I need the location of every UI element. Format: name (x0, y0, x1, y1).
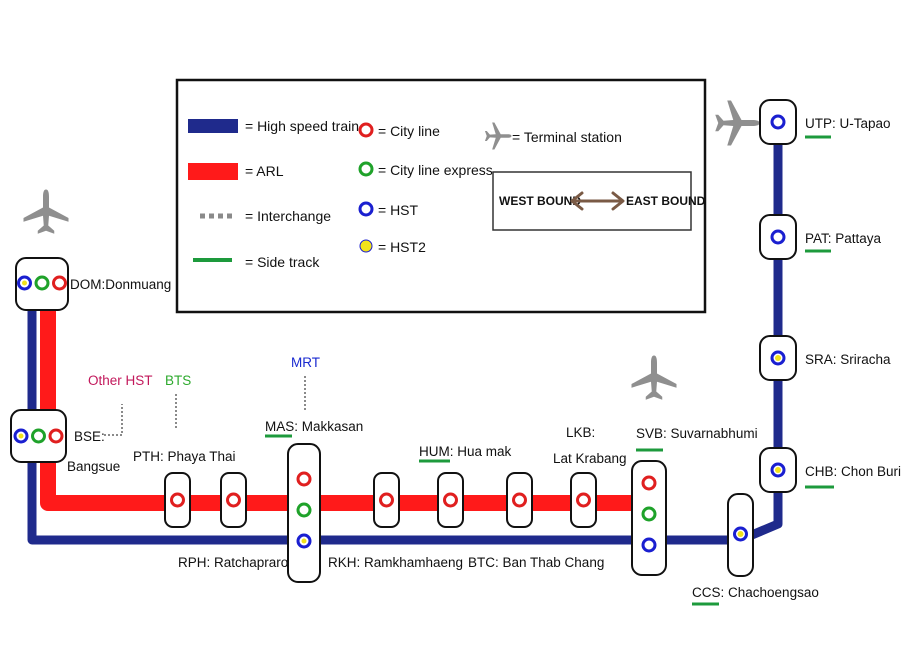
bse-label: BSE: (74, 429, 105, 444)
east-bound-label: EAST BOUND (626, 194, 706, 208)
station-dom[interactable] (15, 257, 69, 311)
hst-icon (641, 537, 657, 553)
hst2-icon (301, 538, 307, 544)
city-express-icon (34, 275, 50, 291)
hst-icon (770, 114, 786, 130)
hst2-icon (775, 467, 781, 473)
bangsue-label: Bangsue (67, 459, 120, 474)
legend-side-track-label: = Side track (245, 254, 320, 270)
city-line-icon (226, 492, 241, 508)
city-line-icon (576, 492, 591, 508)
station-rkh[interactable] (373, 472, 400, 528)
city-line-icon (443, 492, 458, 508)
legend-high-speed-label: = High speed train (245, 118, 359, 134)
rkh-label: RKH: Ramkhamhaeng (328, 555, 463, 570)
sra-label: SRA: Sriracha (805, 352, 891, 367)
station-pth[interactable] (164, 472, 191, 528)
hst2-icon (22, 280, 27, 286)
hst-icon (770, 229, 786, 245)
city-line-icon (170, 492, 185, 508)
city-line-icon (296, 471, 312, 487)
utp-plane-icon (715, 100, 760, 146)
other-hst-label: Other HST (88, 373, 153, 388)
legend-hst-label: = HST (378, 202, 419, 218)
station-utp[interactable] (759, 99, 797, 145)
station-hum[interactable] (437, 472, 464, 528)
pat-label: PAT: Pattaya (805, 231, 882, 246)
city-line-icon (512, 492, 527, 508)
mrt-label: MRT (291, 355, 320, 370)
legend-terminal-label: = Terminal station (512, 129, 622, 145)
mas-label: MAS: Makkasan (265, 419, 363, 434)
legend-city-express-label: = City line express (378, 162, 493, 178)
city-line-icon (641, 475, 657, 491)
hst2-icon (18, 433, 24, 439)
station-ccs[interactable] (727, 493, 754, 577)
station-rph[interactable] (220, 472, 247, 528)
station-sra[interactable] (759, 335, 797, 381)
hst2-icon (775, 355, 781, 361)
legend-hst2-label: = HST2 (378, 239, 426, 255)
station-chb[interactable] (759, 447, 797, 493)
legend-hst-swatch (188, 119, 238, 133)
dom-label: DOM:Donmuang (70, 277, 171, 292)
legend-city-line-icon (358, 122, 374, 138)
legend-arl-swatch (188, 163, 238, 180)
interchange-links (104, 376, 306, 436)
station-bangsue[interactable] (10, 409, 67, 463)
bts-label: BTS (165, 373, 191, 388)
station-lkb[interactable] (570, 472, 597, 528)
legend-hst2-icon (359, 239, 373, 253)
btc-label: BTC: Ban Thab Chang (468, 555, 604, 570)
city-express-icon (296, 502, 312, 518)
ccs-label: CCS: Chachoengsao (692, 585, 819, 600)
lkb-label-line2: Lat Krabang (553, 451, 627, 466)
dom-plane-icon (23, 189, 69, 234)
city-line-icon (379, 492, 394, 508)
station-mas[interactable] (287, 443, 321, 583)
utp-label: UTP: U-Tapao (805, 116, 891, 131)
chb-label: CHB: Chon Buri (805, 464, 901, 479)
hst2-icon (737, 531, 744, 537)
city-line-icon (48, 428, 64, 444)
legend-arl-label: = ARL (245, 163, 284, 179)
station-btc[interactable] (506, 472, 533, 528)
rph-label: RPH: Ratchaprarop (178, 555, 296, 570)
city-express-icon (641, 506, 657, 522)
legend-city-express-icon (358, 161, 374, 177)
city-express-icon (31, 428, 46, 444)
station-pat[interactable] (759, 214, 797, 260)
hum-label: HUM: Hua mak (419, 444, 512, 459)
legend-box: = High speed train = ARL = Interchange =… (175, 78, 707, 314)
lkb-label-line1: LKB: (566, 425, 595, 440)
station-svb[interactable] (631, 460, 667, 576)
legend-city-line-label: = City line (378, 123, 440, 139)
legend-hst-icon (358, 201, 374, 217)
pth-label: PTH: Phaya Thai (133, 449, 236, 464)
svb-plane-icon (631, 355, 677, 400)
arl-track (40, 300, 648, 511)
svb-label: SVB: Suvarnabhumi (636, 426, 758, 441)
city-line-icon (52, 275, 67, 291)
bidirectional-arrow-icon (570, 191, 625, 211)
west-bound-label: WEST BOUND (499, 194, 581, 208)
legend-interchange-label: = Interchange (245, 208, 331, 224)
